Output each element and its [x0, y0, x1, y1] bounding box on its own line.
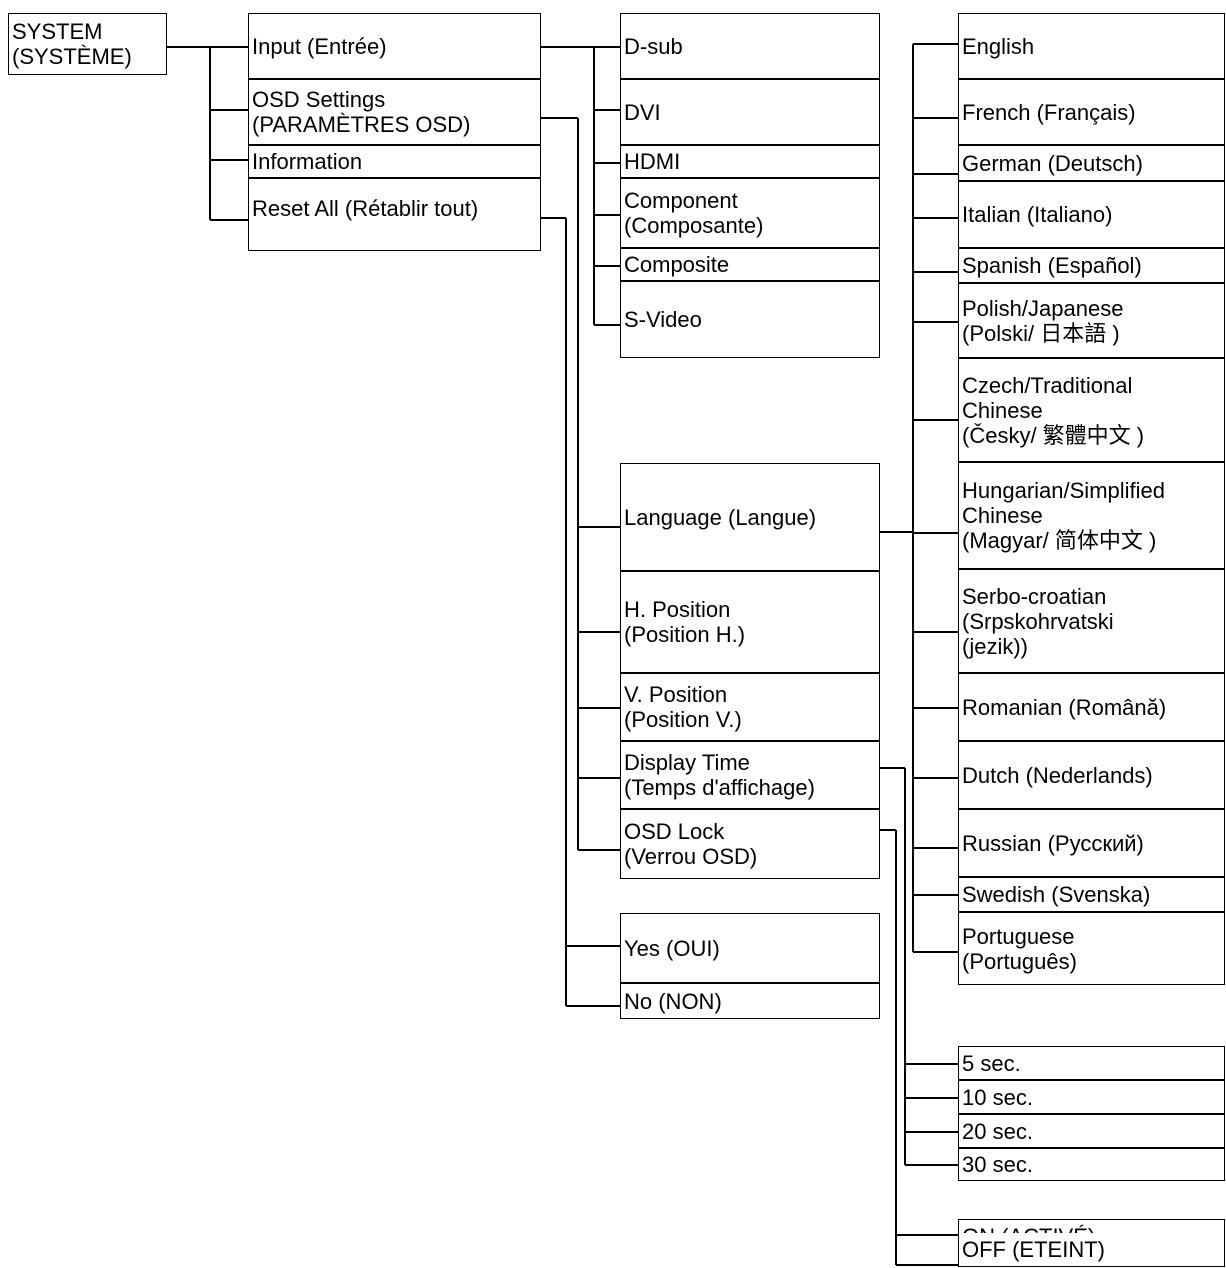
- node-time-20: 20 sec.: [958, 1114, 1225, 1148]
- node-input: Input (Entrée): [248, 13, 541, 79]
- node-h-position: H. Position (Position H.): [620, 571, 880, 673]
- node-information: Information: [248, 145, 541, 178]
- node-osd-settings: OSD Settings (PARAMÈTRES OSD): [248, 79, 541, 145]
- node-v-position: V. Position (Position V.): [620, 673, 880, 741]
- node-lang-polish-japanese: Polish/Japanese (Polski/ 日本語 ): [958, 283, 1225, 358]
- node-lang-serbo-croatian: Serbo-croatian (Srpskohrvatski (jezik)): [958, 569, 1225, 673]
- node-lang-spanish: Spanish (Español): [958, 248, 1225, 283]
- node-system-label: SYSTEM (SYSTÈME): [12, 19, 132, 69]
- node-lang-french: French (Français): [958, 79, 1225, 145]
- node-lang-dutch: Dutch (Nederlands): [958, 741, 1225, 809]
- node-reset-no: No (NON): [620, 983, 880, 1019]
- node-lang-italian: Italian (Italiano): [958, 181, 1225, 248]
- node-language: Language (Langue): [620, 463, 880, 571]
- node-reset-all: Reset All (Rétablir tout): [248, 178, 541, 251]
- node-display-time: Display Time (Temps d'affichage): [620, 741, 880, 809]
- node-lang-english: English: [958, 13, 1225, 79]
- node-time-30: 30 sec.: [958, 1148, 1225, 1181]
- node-lang-swedish: Swedish (Svenska): [958, 877, 1225, 912]
- node-time-5: 5 sec.: [958, 1046, 1225, 1080]
- node-reset-yes: Yes (OUI): [620, 913, 880, 983]
- node-input-component: Component (Composante): [620, 178, 880, 248]
- node-input-dvi: DVI: [620, 79, 880, 145]
- node-lang-romanian: Romanian (Română): [958, 673, 1225, 741]
- node-lang-czech-traditional-chinese: Czech/Traditional Chinese (Česky/ 繁體中文 ): [958, 358, 1225, 462]
- node-input-svideo: S-Video: [620, 281, 880, 358]
- node-time-10: 10 sec.: [958, 1080, 1225, 1114]
- node-input-dsub: D-sub: [620, 13, 880, 79]
- node-lang-hungarian-simplified-chinese: Hungarian/Simplified Chinese (Magyar/ 简体…: [958, 462, 1225, 569]
- node-lang-portuguese: Portuguese (Português): [958, 912, 1225, 985]
- node-lang-german: German (Deutsch): [958, 145, 1225, 181]
- node-input-composite: Composite: [620, 248, 880, 281]
- node-lang-russian: Russian (Русский): [958, 809, 1225, 877]
- node-lock-off: OFF (ETEINT): [958, 1233, 1225, 1267]
- node-osd-lock: OSD Lock (Verrou OSD): [620, 809, 880, 879]
- node-input-hdmi: HDMI: [620, 145, 880, 178]
- node-system: SYSTEM (SYSTÈME): [8, 13, 167, 75]
